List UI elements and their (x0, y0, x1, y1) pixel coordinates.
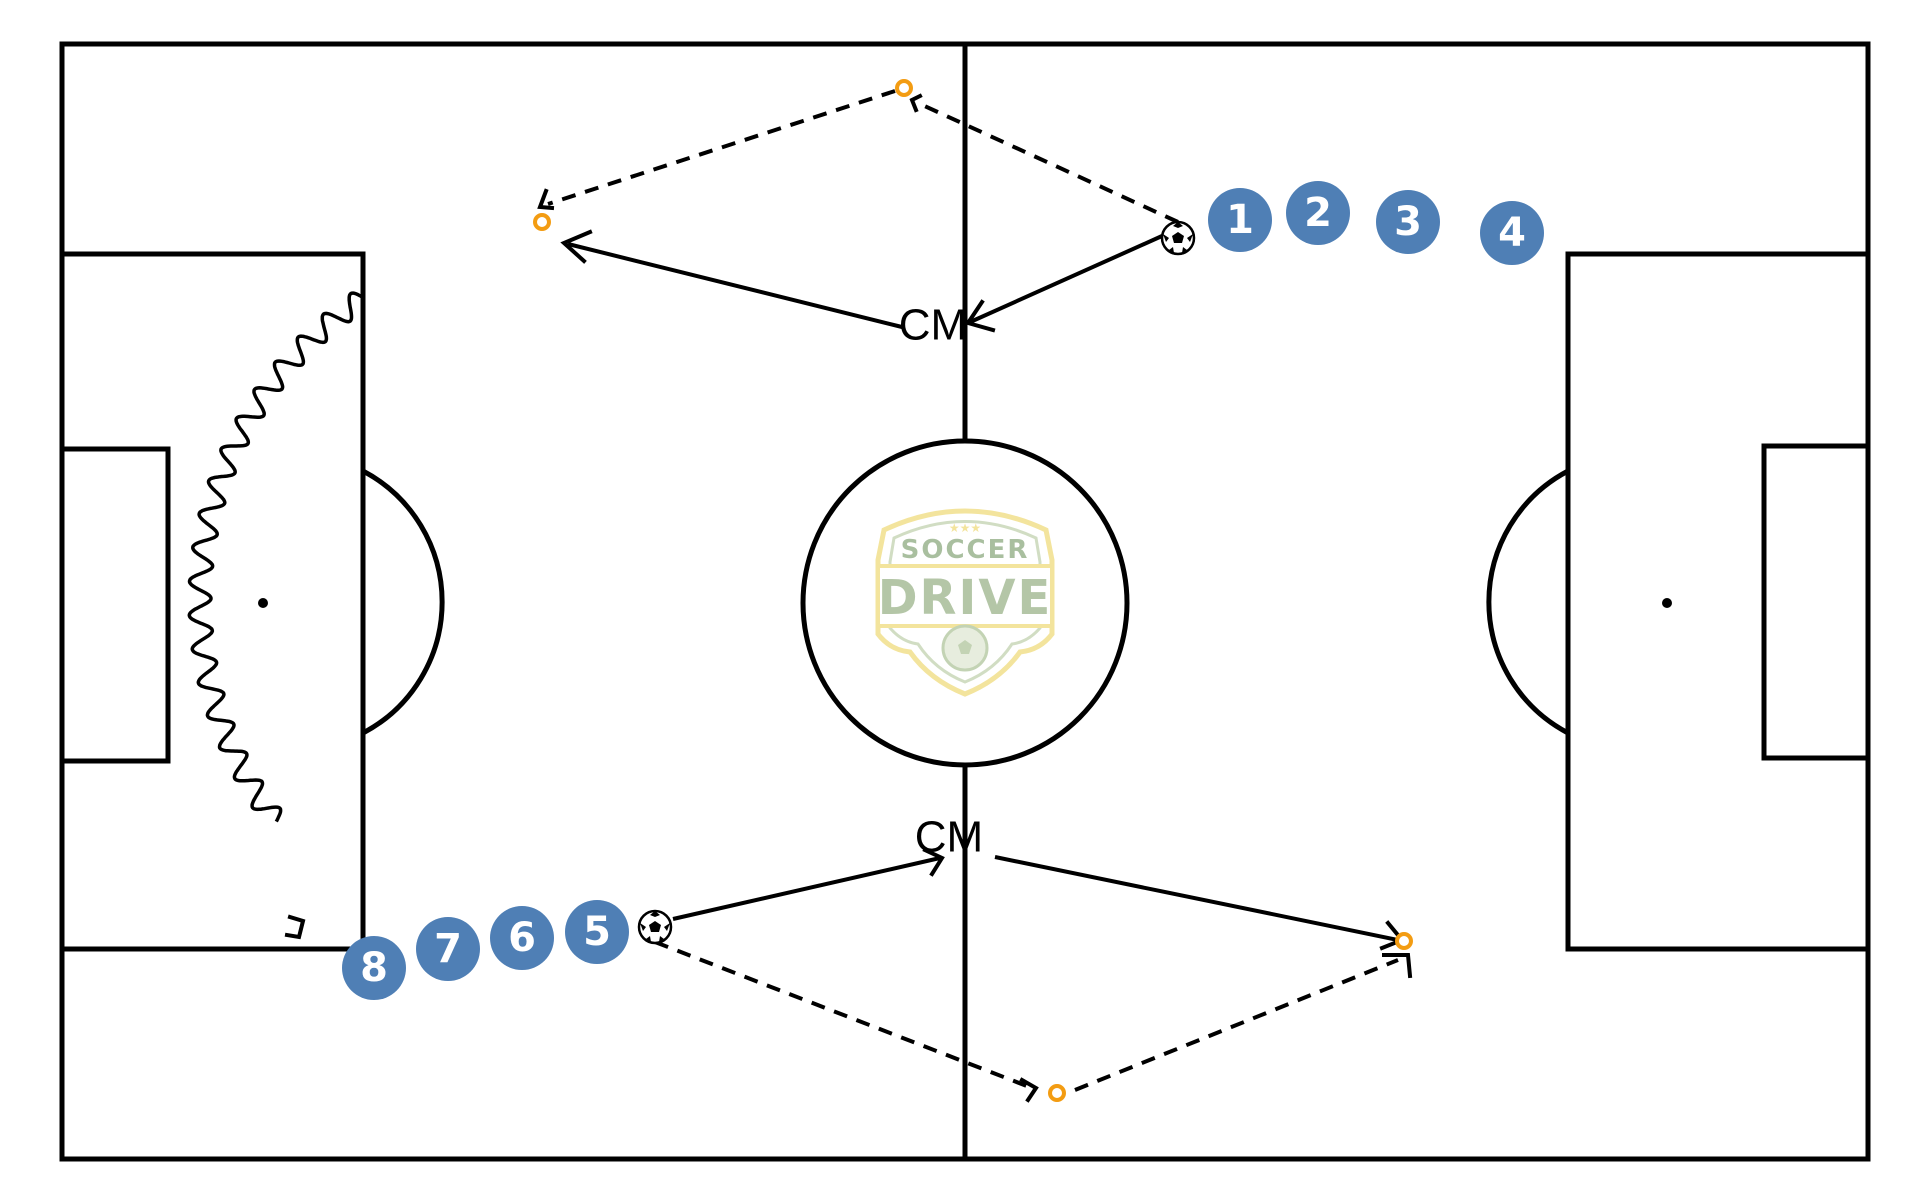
center-circle (800, 438, 1130, 768)
player-group-top: 1 2 3 4 (1208, 181, 1544, 265)
arrow-head-icon (284, 914, 306, 940)
cone-marker-icon (895, 79, 913, 97)
arrow-head-icon (560, 229, 593, 264)
player-group-bottom: 5 6 7 8 (342, 900, 629, 1000)
arrow-head-icon (909, 93, 923, 113)
arrow-head-icon (1382, 953, 1413, 979)
top-pattern (537, 89, 1179, 333)
arrow-head-icon (1019, 1077, 1039, 1103)
logo-stars: ★★★ (949, 521, 981, 535)
player-number: 7 (434, 926, 462, 972)
cm-label-top: CM (899, 301, 967, 350)
soccer-drive-logo: ★★★ SOCCER DRIVE (875, 508, 1055, 697)
player-3[interactable]: 3 (1376, 190, 1440, 254)
cone-marker-icon (1048, 1084, 1066, 1102)
arrow-head-icon (922, 847, 945, 877)
player-1[interactable]: 1 (1208, 188, 1272, 252)
player-number: 8 (360, 945, 388, 991)
run-arrow-ball-to-bottom-cone (654, 940, 1033, 1090)
pitch (59, 41, 1871, 1162)
soccer-ball-icon (1160, 220, 1196, 256)
bottom-pattern (654, 847, 1413, 1103)
player-8[interactable]: 8 (342, 936, 406, 1000)
cone-marker-icon (533, 213, 551, 231)
player-2[interactable]: 2 (1286, 181, 1350, 245)
left-penalty-area (62, 251, 366, 952)
player-number: 2 (1304, 190, 1332, 236)
pass-arrow-cm-bottom-to-cone (994, 855, 1399, 942)
left-penalty-spot (258, 598, 268, 608)
arrow-head-icon (964, 299, 996, 333)
cm-label-bottom: CM (915, 813, 983, 862)
run-arrow-ball-to-top-cone (917, 101, 1179, 224)
pass-arrow-cm-top-to-cone (567, 242, 903, 329)
dribble-wavy-line (187, 291, 365, 823)
logo-top-text: SOCCER (901, 535, 1030, 565)
player-4[interactable]: 4 (1480, 201, 1544, 265)
player-number: 3 (1394, 199, 1422, 245)
player-number: 1 (1226, 197, 1254, 243)
player-6[interactable]: 6 (490, 906, 554, 970)
run-arrow-top-cone-to-left-cone (547, 89, 896, 206)
right-goal-area (1761, 443, 1868, 761)
left-penalty-arc (361, 468, 445, 736)
player-number: 4 (1498, 210, 1526, 256)
pass-arrow-ball-to-cm-top (967, 234, 1163, 325)
right-penalty-area (1565, 251, 1868, 952)
player-5[interactable]: 5 (565, 900, 629, 964)
player-number: 6 (508, 915, 536, 961)
player-number: 5 (583, 909, 611, 955)
cone-marker-icon (1395, 932, 1413, 950)
player-7[interactable]: 7 (416, 917, 480, 981)
cones (533, 79, 1413, 1102)
right-penalty-spot (1662, 598, 1672, 608)
left-goal-area (62, 446, 171, 764)
pass-arrow-ball-to-cm-bottom (672, 856, 941, 921)
logo-main-text: DRIVE (878, 570, 1053, 626)
run-arrow-bottom-cone-to-right-cone (1074, 958, 1399, 1092)
arrow-head-icon (537, 188, 555, 211)
soccer-ball-icon (637, 909, 673, 945)
right-penalty-arc (1486, 468, 1570, 736)
